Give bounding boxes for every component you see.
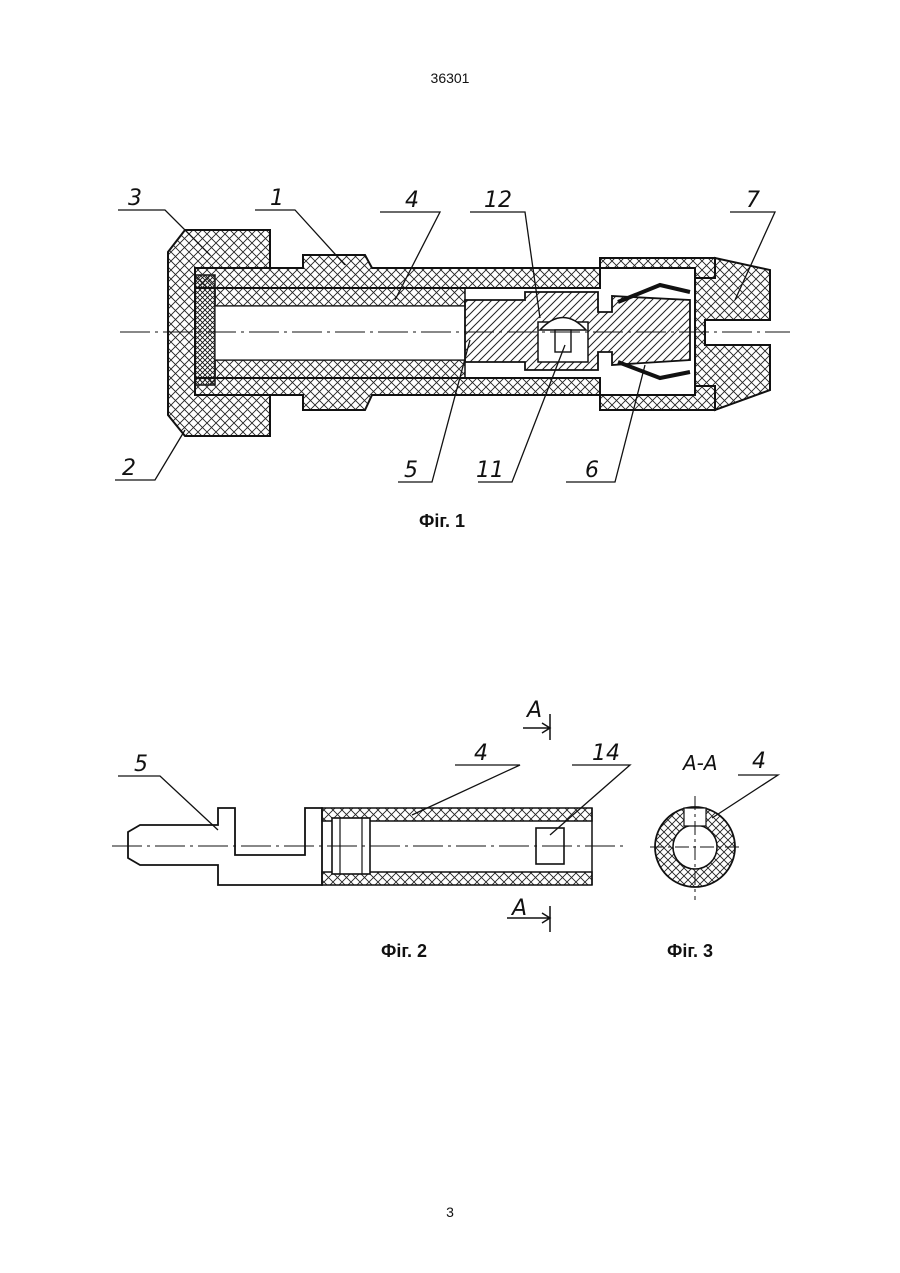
figure-1-drawing: 3 1 4 12 7 2 5 11 6 — [0, 0, 900, 560]
figure-3-caption: Фіг. 3 — [667, 941, 713, 962]
callout-4-fig2: 4 — [474, 741, 488, 766]
section-mark-A-top: A — [525, 698, 542, 723]
callout-4: 4 — [405, 188, 419, 213]
tube-part-4-bottom — [215, 360, 465, 378]
section-mark-A-bottom: A — [510, 896, 527, 921]
callout-14: 14 — [592, 741, 620, 766]
tube-part-4-top — [215, 288, 465, 306]
callout-5-fig2: 5 — [134, 752, 148, 777]
figure-2-caption: Фіг. 2 — [381, 941, 427, 962]
callout-12: 12 — [484, 188, 512, 213]
callout-1: 1 — [270, 186, 284, 211]
section-label-A-A: A-A — [681, 751, 718, 775]
callout-7: 7 — [746, 188, 760, 213]
page-number: 3 — [0, 1204, 900, 1220]
insulator-part-2 — [195, 275, 215, 385]
callout-2: 2 — [122, 456, 136, 481]
spring-contact-part-6-bottom — [618, 362, 690, 378]
callout-5: 5 — [404, 458, 418, 483]
tube-bore — [215, 306, 465, 360]
callout-3: 3 — [128, 186, 142, 211]
figure-1-caption: Фіг. 1 — [419, 511, 465, 532]
callout-11: 11 — [476, 458, 504, 483]
callout-4-fig3: 4 — [752, 749, 766, 774]
figure-3-drawing: A-A 4 — [620, 740, 800, 940]
body-part-1-top — [195, 255, 715, 288]
callout-6: 6 — [585, 458, 599, 483]
